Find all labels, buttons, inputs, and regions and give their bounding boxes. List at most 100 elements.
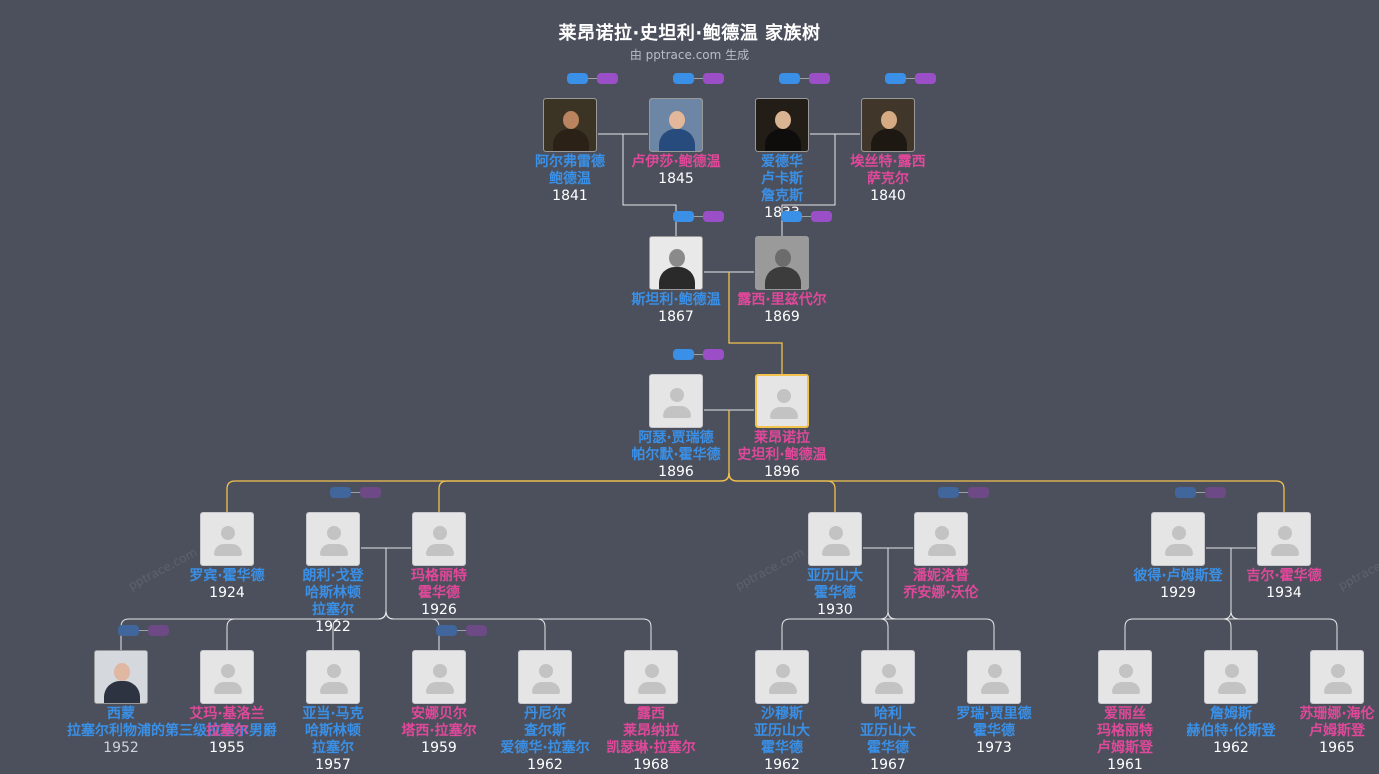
person-name-line: 乔安娜·沃伦: [903, 585, 979, 601]
person-name: 亚当·马克哈斯林顿拉塞尔: [279, 706, 387, 757]
avatar-placeholder-icon[interactable]: [518, 650, 572, 704]
father-link-icon[interactable]: [673, 211, 694, 222]
avatar-placeholder-icon[interactable]: [914, 512, 968, 566]
mother-link-icon[interactable]: [811, 211, 832, 222]
person-name: 露西莱昂纳拉凯瑟琳·拉塞尔: [597, 706, 705, 757]
person-name: 朗利·戈登哈斯林顿拉塞尔: [279, 568, 387, 619]
avatar-placeholder-icon[interactable]: [624, 650, 678, 704]
portrait-photo[interactable]: [755, 236, 809, 290]
father-link-icon[interactable]: [779, 73, 800, 84]
birth-year: 1922: [315, 619, 351, 635]
person-name-line: 丹尼尔: [524, 706, 566, 722]
person-name-line: 凯瑟琳·拉塞尔: [606, 740, 696, 756]
avatar-placeholder-icon[interactable]: [200, 512, 254, 566]
father-link-icon[interactable]: [436, 625, 457, 636]
portrait-photo[interactable]: [94, 650, 148, 704]
father-link-icon[interactable]: [1175, 487, 1196, 498]
parent-links-edward: [779, 73, 830, 85]
portrait-photo[interactable]: [755, 98, 809, 152]
person-name: 吉尔·霍华德: [1230, 568, 1338, 585]
avatar-placeholder-icon[interactable]: [861, 650, 915, 704]
avatar-placeholder-icon[interactable]: [755, 650, 809, 704]
person-name: 露西·里兹代尔: [728, 292, 836, 309]
mother-link-icon[interactable]: [597, 73, 618, 84]
birth-year: 1869: [764, 309, 800, 325]
avatar-placeholder-icon[interactable]: [306, 650, 360, 704]
person-name-line: 塔西·拉塞尔: [401, 723, 477, 739]
mother-link-icon[interactable]: [809, 73, 830, 84]
mother-link-icon[interactable]: [915, 73, 936, 84]
avatar-placeholder-icon[interactable]: [306, 512, 360, 566]
father-link-icon[interactable]: [938, 487, 959, 498]
father-link-icon[interactable]: [673, 73, 694, 84]
father-link-icon[interactable]: [673, 349, 694, 360]
mother-link-icon[interactable]: [360, 487, 381, 498]
avatar-placeholder-icon[interactable]: [649, 374, 703, 428]
person-card-edward[interactable]: 爱德华卢卡斯詹克斯1833: [728, 98, 836, 221]
person-card-pennelope[interactable]: 潘妮洛普乔安娜·沃伦: [887, 512, 995, 602]
page-title: 莱昂诺拉·史坦利·鲍德温 家族树: [558, 23, 821, 44]
father-link-icon[interactable]: [118, 625, 139, 636]
person-name-line: 拉塞尔: [206, 723, 248, 739]
avatar-placeholder-icon[interactable]: [412, 650, 466, 704]
father-link-icon[interactable]: [781, 211, 802, 222]
portrait-photo[interactable]: [543, 98, 597, 152]
person-name-line: 艾玛·基洛兰: [189, 706, 265, 722]
mother-link-icon[interactable]: [968, 487, 989, 498]
avatar-placeholder-icon[interactable]: [808, 512, 862, 566]
descent-line-to-leonora: [728, 272, 783, 374]
person-name: 亚历山大霍华德: [781, 568, 889, 602]
mother-link-icon[interactable]: [703, 211, 724, 222]
portrait-photo[interactable]: [649, 98, 703, 152]
father-link-icon[interactable]: [885, 73, 906, 84]
avatar-placeholder-icon[interactable]: [1310, 650, 1364, 704]
person-name: 苏珊娜·海伦卢姆斯登: [1283, 706, 1379, 740]
avatar-placeholder-icon[interactable]: [1204, 650, 1258, 704]
person-name-line: 哈斯林顿: [305, 723, 361, 739]
mother-link-icon[interactable]: [466, 625, 487, 636]
portrait-photo[interactable]: [861, 98, 915, 152]
avatar-placeholder-icon[interactable]: [1098, 650, 1152, 704]
peter-children-branch-alice: [1124, 610, 1232, 650]
avatar-placeholder-icon[interactable]: [1151, 512, 1205, 566]
person-name-line: 亚历山大: [860, 723, 916, 739]
mother-link-icon[interactable]: [148, 625, 169, 636]
avatar-placeholder-icon[interactable]: [755, 374, 809, 428]
mother-link-icon[interactable]: [1205, 487, 1226, 498]
avatar-placeholder-icon[interactable]: [1257, 512, 1311, 566]
father-link-icon[interactable]: [567, 73, 588, 84]
person-name-line: 露西: [637, 706, 665, 722]
portrait-photo[interactable]: [649, 236, 703, 290]
father-link-icon[interactable]: [330, 487, 351, 498]
avatar-placeholder-icon[interactable]: [412, 512, 466, 566]
mother-link-icon[interactable]: [703, 349, 724, 360]
avatar-placeholder-icon[interactable]: [200, 650, 254, 704]
mother-link-icon[interactable]: [703, 73, 724, 84]
avatar-placeholder-icon[interactable]: [967, 650, 1021, 704]
